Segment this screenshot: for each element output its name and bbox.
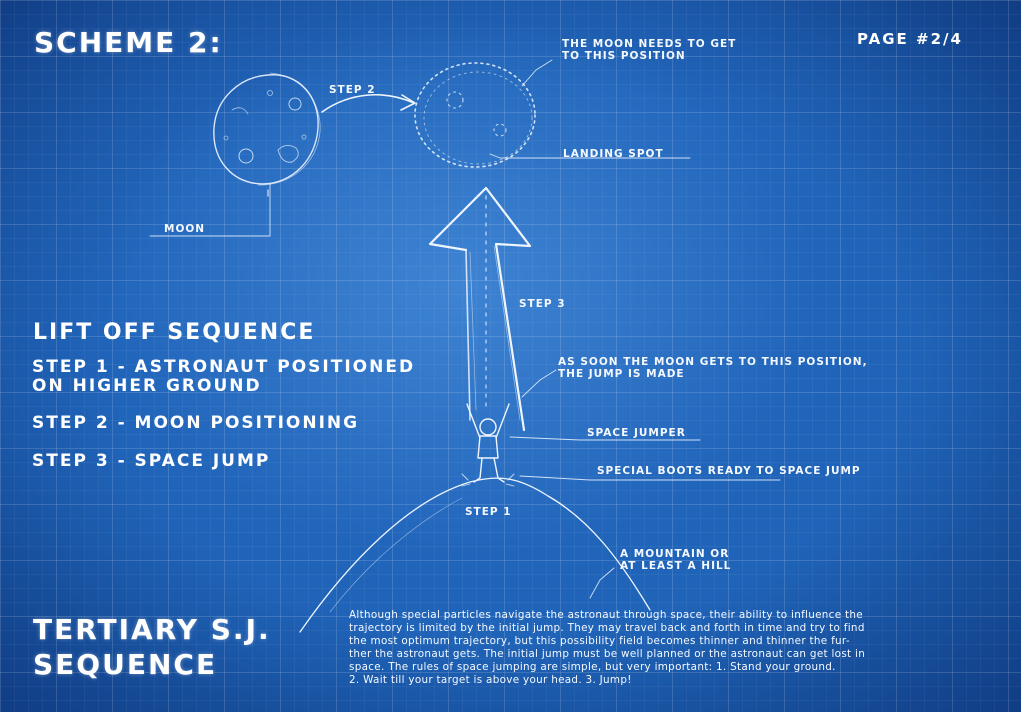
paragraph-line: ther the astronaut gets. The initial jum… [349, 648, 866, 661]
moon-target-sketch [414, 62, 536, 168]
paragraph-line: 2. Wait till your target is above your h… [349, 674, 632, 687]
sequence-step1-line2: ON HIGHER GROUND [32, 376, 262, 396]
label-step1: STEP 1 [465, 506, 512, 518]
label-moon: MOON [164, 223, 206, 235]
label-jump-made-line1: AS SOON THE MOON GETS TO THIS POSITION, [558, 356, 868, 368]
paragraph-line: space. The rules of space jumping are si… [349, 661, 836, 674]
label-step3: STEP 3 [519, 298, 566, 310]
label-special-boots: SPECIAL BOOTS READY TO SPACE JUMP [597, 465, 861, 477]
label-mountain-line1: A MOUNTAIN OR [620, 548, 730, 560]
paragraph-line: Although special particles navigate the … [349, 609, 863, 621]
paragraph-line: trajectory is limited by the initial jum… [349, 622, 865, 635]
step2-arrow [321, 94, 415, 113]
label-moon-target-line1: THE MOON NEEDS TO GET [562, 38, 737, 50]
moon-sketch [213, 72, 321, 186]
astronaut-sketch [461, 403, 515, 487]
page-title: SCHEME 2: [34, 26, 223, 59]
sequence-title: LIFT OFF SEQUENCE [33, 320, 316, 345]
paragraph-line: the most optimum trajectory, but this po… [349, 635, 850, 648]
step3-arrow [428, 186, 532, 432]
label-jump-made-line2: THE JUMP IS MADE [558, 368, 685, 380]
label-step2: STEP 2 [329, 84, 376, 96]
label-moon-target-line2: TO THIS POSITION [562, 50, 686, 62]
footer-paragraph: Although special particles navigate the … [349, 609, 1005, 688]
sequence-step2: STEP 2 - MOON POSITIONING [32, 413, 360, 433]
label-space-jumper: SPACE JUMPER [587, 427, 686, 439]
label-mountain-line2: AT LEAST A HILL [620, 560, 732, 572]
footer-title-line2: SEQUENCE [33, 648, 218, 681]
sequence-step1-line1: STEP 1 - ASTRONAUT POSITIONED [32, 357, 416, 377]
footer-title-line1: TERTIARY S.J. [33, 613, 271, 646]
sequence-step3: STEP 3 - SPACE JUMP [32, 451, 271, 471]
label-landing-spot: LANDING SPOT [563, 148, 664, 160]
mountain-sketch [299, 477, 651, 633]
page-number: PAGE #2/4 [857, 30, 963, 48]
